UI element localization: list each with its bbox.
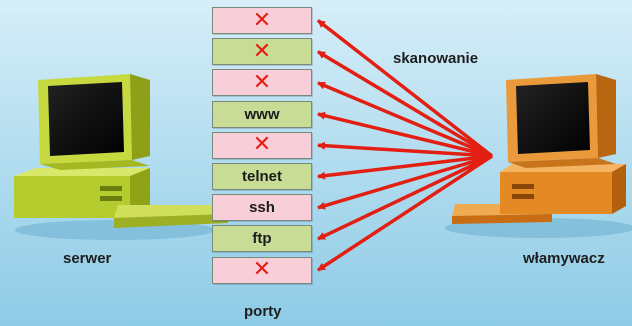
scan-arrow <box>317 141 493 158</box>
attacker-computer-icon <box>445 74 632 238</box>
scan-arrow <box>317 154 493 180</box>
ports-label: porty <box>244 303 282 320</box>
closed-x-icon: ✕ <box>252 7 272 33</box>
port-open: www <box>212 100 312 128</box>
scan-arrow <box>317 154 493 210</box>
port-closed: ✕ <box>212 7 312 34</box>
port-closed: ✕ <box>212 69 312 97</box>
scan-arrow <box>316 19 494 158</box>
port-name: ftp <box>252 230 272 248</box>
closed-x-icon: ✕ <box>252 38 272 64</box>
server-label: serwer <box>63 250 112 267</box>
scan-arrow <box>317 50 493 158</box>
closed-x-icon: ✕ <box>252 257 272 283</box>
scanning-label: skanowanie <box>393 50 479 67</box>
port-name: telnet <box>241 168 282 185</box>
closed-x-icon: ✕ <box>252 132 272 158</box>
port-closed: ✕ <box>212 38 312 66</box>
attacker-label: włamywacz <box>523 250 605 267</box>
server-computer-icon <box>14 74 230 240</box>
port-name: ssh <box>249 199 275 217</box>
scan-arrow <box>317 111 493 158</box>
closed-x-icon: ✕ <box>252 69 272 95</box>
port-open: ftp <box>212 225 312 253</box>
port-name: www <box>244 105 280 123</box>
port-open: telnet <box>212 163 312 190</box>
scan-arrow <box>317 154 493 241</box>
port-open: ssh <box>212 194 312 222</box>
scan-arrow <box>317 81 493 158</box>
port-closed: ✕ <box>212 131 312 159</box>
scan-arrows <box>316 19 494 272</box>
scan-arrow <box>317 154 493 272</box>
port-closed: ✕ <box>212 256 312 284</box>
